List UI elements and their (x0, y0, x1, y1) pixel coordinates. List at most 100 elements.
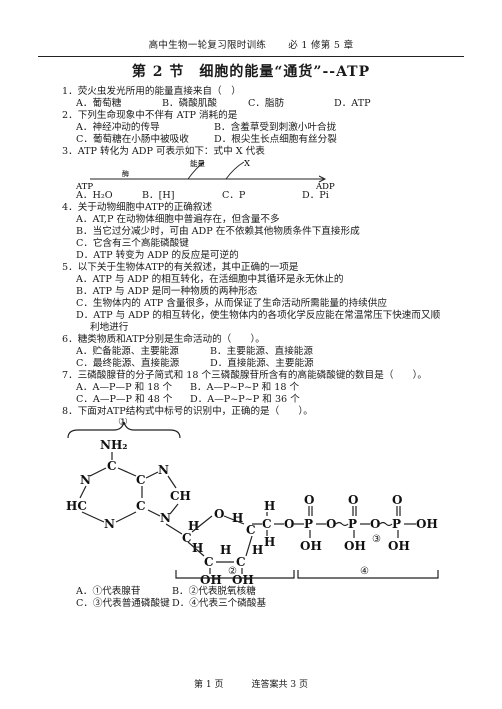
label-2: ② (228, 566, 237, 577)
x-branch (225, 161, 245, 180)
atom-n: N (160, 511, 171, 525)
adp-label: ADP (315, 182, 335, 190)
atom-hc: HC (66, 499, 87, 513)
atom-o: O (214, 507, 224, 521)
option-a: A．H₂O (76, 189, 113, 201)
atom-h: H (220, 543, 231, 557)
option-c: C．生物体内的 ATP 含量很多，从而保证了生命活动所需能量的持续供应 (76, 297, 387, 309)
option-d: D．A—P~P~P 和 36 个 (190, 393, 300, 405)
option-d: D．Pi (302, 189, 329, 201)
question-stem: 1．荧火虫发光所用的能量直接来自（ ） (62, 86, 241, 97)
option-row: C．最终能源、直接能源 D．直接能源、主要能源 (62, 358, 482, 370)
atom-c: C (182, 531, 192, 545)
bond (167, 475, 177, 488)
question-7: 7．三磷酸腺苷的分子简式和 18 个三磷酸腺苷所含有的高能磷酸键的数目是（ ）。… (62, 370, 482, 406)
bond (223, 515, 245, 525)
atom-n: N (80, 473, 91, 487)
question-stem: 3．ATP 转化为 ADP 可表示如下：式中 X 代表 (62, 145, 265, 157)
option-b: B．当它过分减少时，可由 ADP 在不依赖其他物质条件下直接形成 (76, 225, 360, 237)
question-stem: 6．糖类物质和ATP分别是生命活动的（ ）。 (62, 333, 265, 345)
high-energy-bond (335, 521, 349, 526)
atom-c: C (246, 523, 256, 537)
atom-p: P (304, 517, 313, 531)
bond (81, 511, 105, 523)
option-d: D．ATP (334, 97, 371, 109)
option-d: D．直接能源、主要能源 (210, 357, 314, 369)
option-c: C．葡萄糖在小肠中被吸收 (76, 133, 189, 145)
atp-structure-svg: ① NH₂ C N C N HC C CH N N (66, 415, 439, 587)
header-chapter: 必 1 修第 5 章 (288, 40, 354, 51)
question-5: 5．以下关于生物体ATP的有关叙述，其中正确的一项是 A．ATP 与 ADP 的… (62, 262, 482, 334)
atom-h: H (188, 519, 199, 533)
label-1: ① (118, 418, 128, 428)
bond (245, 535, 253, 556)
atom-c: C (107, 459, 117, 473)
bond (169, 503, 179, 514)
option-d: D．ATP 转变为 ADP 的反应是可逆的 (76, 249, 239, 261)
nh2-label: NH₂ (100, 438, 128, 452)
question-stem: 7．三磷酸腺苷的分子简式和 18 个三磷酸腺苷所含有的高能磷酸键的数目是（ ）。 (62, 369, 427, 381)
atom-o: O (284, 517, 294, 531)
question-4: 4．关于动物细胞中ATP的正确叙述 A．AT,P 在动物体细胞中普遍存在，但含量… (62, 202, 482, 262)
energy-label: 能量 (190, 158, 205, 168)
option-d: D．ATP 与 ADP 的相互转化，使生物体内的各项化学反应能在常温常压下快速而… (76, 309, 441, 321)
option-b: B．磷酸肌酸 (162, 97, 218, 109)
atom-o: O (348, 493, 358, 507)
option-a: A．葡萄糖 (76, 97, 122, 109)
option-c: C．③代表普通磷酸键 (76, 597, 170, 609)
option-a: A．A—P—P 和 18 个 (76, 381, 173, 393)
atom-p: P (348, 517, 357, 531)
atom-c: C (204, 555, 214, 569)
atom-h: H (252, 543, 263, 557)
atp-structure-diagram: ① NH₂ C N C N HC C CH N N (66, 415, 482, 587)
option-d-continuation: 利地进行 (90, 321, 129, 333)
page-header: 高中生物一轮复习限时训练必 1 修第 5 章 (38, 40, 464, 57)
atom-c: C (262, 517, 272, 531)
bond (79, 485, 87, 498)
atom-oh: OH (344, 539, 366, 553)
option-d: D．④代表三个磷酸基 (172, 597, 267, 609)
atom-h: H (192, 541, 203, 555)
question-stem: 5．以下关于生物体ATP的有关叙述，其中正确的一项是 (62, 261, 299, 273)
page-footer: 第 1 页连答案共 3 页 (0, 680, 502, 691)
atom-c: C (136, 473, 146, 487)
atom-oh: OH (416, 517, 438, 531)
option-d: D．根尖生长点细胞有丝分裂 (214, 133, 337, 145)
reaction-arrowhead (318, 175, 327, 183)
question-stem: 8．下面对ATP结构式中标号的识别中，正确的是（ ）。 (62, 405, 313, 417)
atom-oh: OH (300, 539, 322, 553)
atom-c: C (136, 499, 146, 513)
footer-page: 第 1 页 (194, 680, 224, 690)
atom-ch: CH (170, 489, 191, 503)
bond (187, 541, 205, 557)
atom-n: N (104, 517, 115, 531)
atom-h: H (264, 535, 275, 549)
atom-c: C (236, 555, 246, 569)
option-b: B．A—P~P~P 和 18 个 (190, 381, 300, 393)
atom-o: O (304, 493, 314, 507)
option-b: B．ATP 与 ADP 是同一种物质的两种形态 (76, 285, 258, 297)
bond (191, 515, 213, 533)
enzyme-label: 酶 (122, 169, 129, 178)
option-a: A．贮备能源、主要能源 (76, 345, 179, 357)
option-c: C．最终能源、直接能源 (76, 357, 180, 369)
atom-o: O (370, 517, 380, 531)
atom-oh: OH (388, 539, 410, 553)
atom-h: H (264, 499, 275, 513)
atom-p: P (392, 517, 401, 531)
option-b: B．含羞草受到刺激小叶合拢 (214, 121, 337, 133)
question-8: 8．下面对ATP结构式中标号的识别中，正确的是（ ）。 ① NH₂ C N C … (62, 406, 482, 610)
option-a: A．AT,P 在动物体细胞中普遍存在，但含量不多 (76, 213, 280, 225)
brace-1 (67, 421, 181, 438)
option-row: A．A—P—P 和 18 个 B．A—P~P~P 和 18 个 (62, 382, 482, 394)
